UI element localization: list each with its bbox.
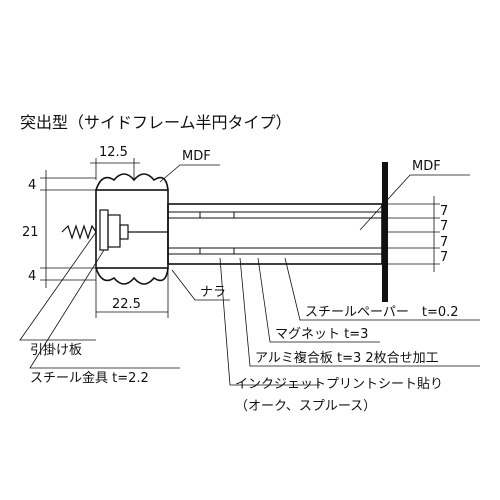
steel-fitting — [99, 209, 168, 251]
dim-left-mid: 21 — [22, 225, 39, 240]
dimension-lines — [40, 158, 440, 318]
dim-right-2: 7 — [440, 219, 448, 234]
diagram-title: 突出型（サイドフレーム半円タイプ） — [20, 113, 292, 132]
dim-right-3: 7 — [440, 235, 448, 250]
dim-top-width: 12.5 — [99, 145, 128, 160]
side-frame — [95, 173, 169, 285]
dim-left-bottom: 4 — [28, 269, 36, 284]
label-steel-paper: スチールペーパー t=0.2 — [305, 305, 459, 320]
label-inkjet-line1: インクジェットプリントシート貼り — [235, 377, 443, 392]
dim-bottom-width: 22.5 — [112, 297, 141, 312]
label-hook-plate: 引掛け板 — [30, 343, 82, 358]
label-mdf-right: MDF — [412, 159, 441, 174]
label-aluminum: アルミ複合板 t=3 2枚合せ加工 — [255, 350, 439, 366]
label-steel-fitting: スチール金具 t=2.2 — [30, 370, 149, 386]
right-mdf-frame — [382, 162, 388, 302]
dim-right-4: 7 — [440, 250, 448, 265]
label-mdf-left: MDF — [182, 149, 211, 164]
dim-left-top: 4 — [28, 178, 36, 193]
leader-lines — [19, 164, 480, 386]
panel-assembly — [167, 203, 383, 265]
screw-icon — [61, 224, 97, 240]
label-nara: ナラ — [200, 285, 226, 300]
label-inkjet-line2: （オーク、スプルース） — [235, 399, 376, 414]
label-magnet: マグネット t=3 — [275, 327, 368, 342]
dim-right-1: 7 — [440, 204, 448, 219]
